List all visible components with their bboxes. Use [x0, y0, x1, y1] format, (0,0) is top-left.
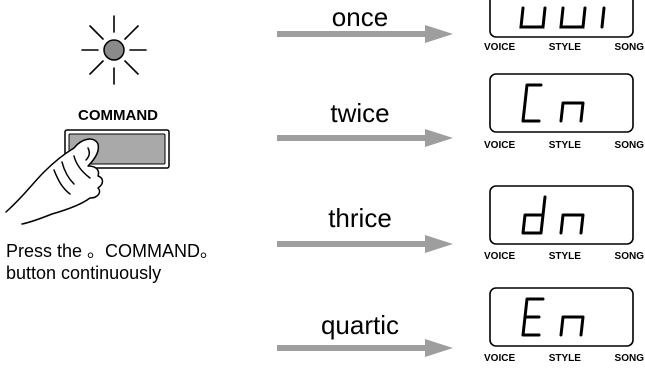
instruction-text: Press the 。COMMAND。 button continuously: [6, 240, 256, 284]
mode-song: SONG: [614, 353, 644, 364]
display-mode-labels: VOICE STYLE SONG: [484, 140, 644, 151]
arrow-right-icon: [277, 235, 453, 253]
lcd-display: [489, 287, 634, 347]
led-indicator-icon: [81, 15, 147, 85]
arrow-right-icon: [277, 25, 453, 43]
arrow-right-icon: [277, 339, 453, 357]
mode-style: STYLE: [548, 140, 581, 151]
step-label-quartic: quartic: [320, 310, 400, 340]
mode-voice: VOICE: [484, 353, 516, 364]
pressing-hand-icon: [5, 138, 104, 225]
step-label-thrice: thrice: [328, 203, 392, 233]
display-mode-labels: VOICE STYLE SONG: [484, 42, 644, 53]
lcd-display: [489, 0, 634, 38]
mode-song: SONG: [614, 251, 644, 262]
command-label: COMMAND: [78, 107, 158, 124]
instruction-line-2: button continuously: [6, 263, 162, 283]
lcd-display: [489, 185, 634, 245]
mode-song: SONG: [614, 42, 644, 53]
mode-voice: VOICE: [484, 251, 516, 262]
mode-song: SONG: [614, 140, 644, 151]
step-label-twice: twice: [330, 98, 390, 128]
mode-style: STYLE: [548, 353, 581, 364]
arrow-right-icon: [277, 129, 453, 147]
mode-voice: VOICE: [484, 42, 516, 53]
mode-style: STYLE: [548, 42, 581, 53]
display-mode-labels: VOICE STYLE SONG: [484, 353, 644, 364]
step-label-once: once: [331, 2, 389, 32]
mode-voice: VOICE: [484, 140, 516, 151]
command-button-icon[interactable]: [2, 126, 177, 226]
mode-style: STYLE: [548, 251, 581, 262]
lcd-display: [489, 73, 634, 133]
instruction-line-1: Press the 。COMMAND。: [6, 241, 219, 261]
display-mode-labels: VOICE STYLE SONG: [484, 251, 644, 262]
